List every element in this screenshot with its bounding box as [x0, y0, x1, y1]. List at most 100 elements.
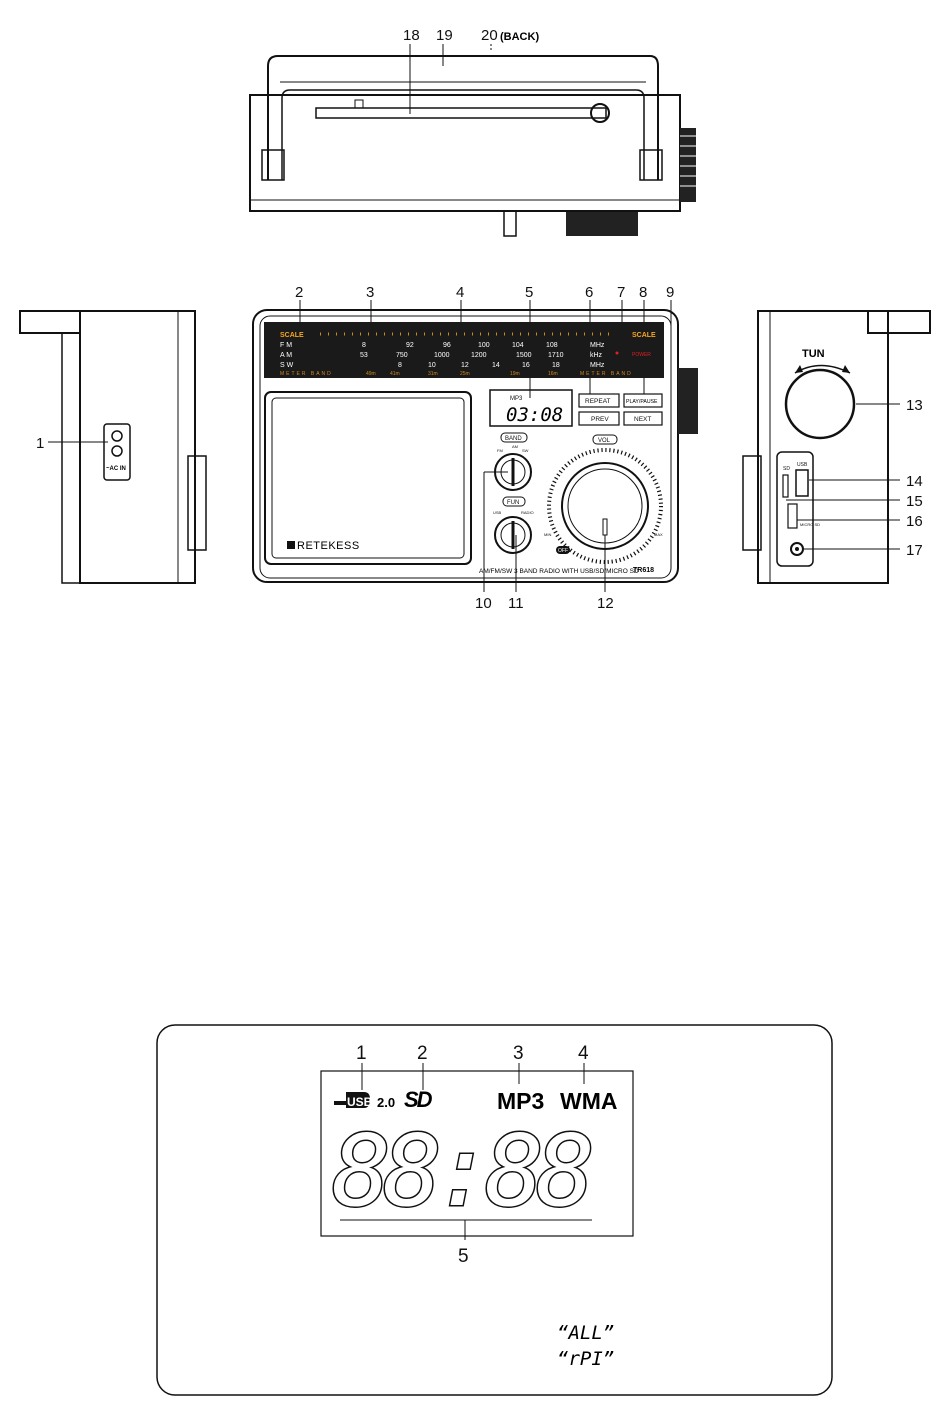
band-fm: F M	[280, 342, 292, 349]
vol-max: MAX	[654, 532, 663, 537]
brand-logo-icon	[287, 541, 295, 549]
play-pause-button[interactable]	[623, 393, 663, 408]
left-knob	[187, 455, 207, 551]
port-panel	[776, 451, 814, 567]
callout-3: 3	[366, 284, 374, 301]
right-view: TUN 13 USB SD MICRO SD 14 15 16 17	[742, 310, 931, 584]
front-lcd	[489, 389, 573, 427]
tun-arrow-right-icon	[842, 365, 850, 373]
sd-slot[interactable]	[782, 474, 789, 498]
callout-18: 18	[403, 27, 420, 44]
dial-window	[264, 322, 664, 378]
lcd-detail-panel: 1 2 3 4 USB 2.0 SD MP3 WMA 88:88 5 “ALL”…	[156, 1024, 833, 1396]
tun-arrow-left-icon	[795, 365, 803, 373]
function-knob[interactable]	[494, 516, 532, 554]
tagline: AM/FM/SW 3 BAND RADIO WITH USB/SD/MICRO …	[479, 568, 639, 575]
meter-19m: 19m	[510, 371, 520, 377]
front-lcd-time: 03:08	[506, 404, 563, 426]
fm-val-0: 8	[362, 342, 366, 349]
power-led-icon	[615, 351, 619, 355]
ac-in-label: ~AC IN	[106, 466, 126, 472]
band-label: BAND	[505, 436, 522, 442]
detail-callout-1: 1	[356, 1043, 367, 1064]
meter-marks: 49m 41m 31m 25m 19m 16m	[366, 371, 558, 377]
callout-11: 11	[508, 595, 524, 612]
sw-val-0: 8	[398, 362, 402, 369]
meter-41m: 41m	[390, 371, 400, 377]
sw-val-3: 14	[492, 362, 500, 369]
callout-16: 16	[906, 513, 923, 530]
meter-49m: 49m	[366, 371, 376, 377]
fun-label: FUN	[507, 500, 519, 506]
prev-button[interactable]	[578, 411, 620, 426]
vol-min: MIN	[544, 532, 551, 537]
callout-14: 14	[906, 473, 923, 490]
cabinet	[252, 309, 679, 583]
left-front-edge	[61, 332, 81, 584]
knob-knurl	[680, 135, 696, 187]
lcd-detail-screen	[320, 1070, 634, 1237]
detail-callout-4: 4	[578, 1043, 589, 1064]
micro-sd-label: MICRO SD	[800, 522, 820, 527]
am-val-0: 53	[360, 352, 368, 359]
band-badge	[500, 432, 528, 443]
speaker-inner	[271, 397, 465, 559]
brand-name: RETEKESS	[297, 540, 360, 552]
tuning-knob[interactable]	[784, 368, 856, 440]
callout-1: 1	[36, 435, 44, 452]
callout-19: 19	[436, 27, 453, 44]
headphone-jack[interactable]	[790, 542, 804, 556]
play-pause-label: PLAY/PAUSE	[626, 399, 658, 405]
right-knob-edge	[742, 455, 762, 551]
right-handle	[867, 310, 931, 334]
sw-val-5: 18	[552, 362, 560, 369]
vol-badge	[592, 434, 618, 445]
am-val-2: 1000	[434, 352, 450, 359]
mp3-indicator: MP3	[497, 1088, 544, 1114]
handle-foot-left	[261, 149, 285, 181]
callout-20: 20	[481, 27, 498, 44]
sd-indicator: SD	[404, 1087, 433, 1112]
all-text: “ALL”	[557, 1322, 614, 1344]
fm-val-4: 104	[512, 342, 524, 349]
fm-val-2: 96	[443, 342, 451, 349]
left-body	[79, 310, 196, 584]
callout-17: 17	[906, 542, 923, 559]
usb-body-icon	[346, 1092, 370, 1108]
fun-usb: USB	[493, 510, 502, 515]
left-handle	[19, 310, 81, 334]
handle-foot-right	[639, 149, 663, 181]
band-sw: SW	[522, 448, 529, 453]
fm-unit: MHz	[590, 342, 605, 349]
next-button[interactable]	[623, 411, 663, 426]
ac-pin-top-icon	[111, 430, 123, 442]
top-view: 18 19 20 (BACK)	[249, 27, 696, 237]
ac-in-socket	[103, 423, 131, 481]
band-fm: FM	[497, 448, 503, 453]
callout-9: 9	[666, 284, 674, 301]
usb-text: USB	[347, 1095, 373, 1109]
detail-callout-5: 5	[458, 1246, 469, 1267]
detail-frame	[156, 1024, 833, 1396]
dial-row-sw: S W 8 10 12 14 16 18 MHz	[280, 362, 605, 369]
detail-callout-2: 2	[417, 1043, 428, 1064]
repeat-button[interactable]	[578, 393, 620, 408]
fun-radio: RADIO	[521, 510, 534, 515]
usb-port-label: USB	[797, 462, 808, 468]
meter-band-right: METER BAND	[580, 371, 633, 377]
tuning-knob-edge	[680, 128, 696, 202]
sw-val-4: 16	[522, 362, 530, 369]
am-unit: kHz	[590, 352, 603, 359]
callout-6: 6	[585, 284, 593, 301]
bottom-knob	[566, 212, 638, 236]
callout-7: 7	[617, 284, 625, 301]
next-label: NEXT	[634, 416, 651, 423]
callout-back: (BACK)	[500, 31, 539, 43]
cabinet-inner	[259, 315, 672, 579]
volume-scale	[547, 448, 663, 564]
front-view: 2 3 4 5 6 7 8 9 SCALE SCALE F M	[252, 284, 698, 612]
dial-rows: F M 8 92 96 100 104 108 MHz A M 53 750 1…	[280, 342, 605, 369]
model: TR618	[633, 567, 654, 574]
usb-port[interactable]	[795, 469, 809, 497]
micro-sd-slot[interactable]	[787, 503, 798, 529]
